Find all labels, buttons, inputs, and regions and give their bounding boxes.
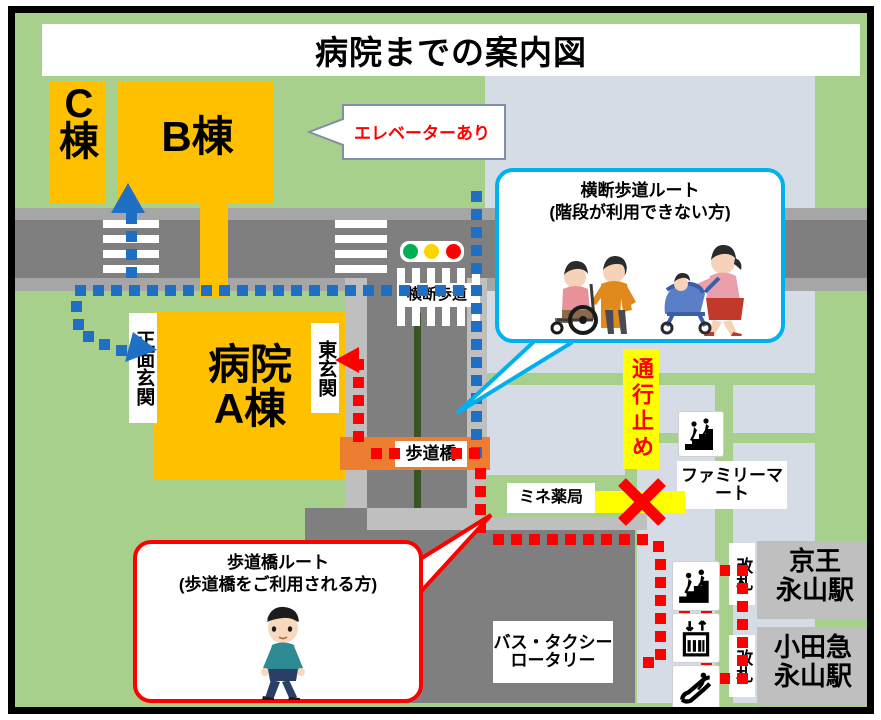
road-closed-sign: 通行止め — [623, 349, 659, 469]
station-keio-block — [757, 541, 867, 619]
label-station-keio: 京王 永山駅 — [775, 546, 854, 606]
wheelchair-people-icon — [550, 256, 636, 335]
stairs-icon — [679, 569, 709, 603]
escalator-icon-tile — [672, 665, 720, 707]
zebra-east — [335, 218, 387, 280]
elevator-icon-tile — [672, 613, 720, 663]
route-crosswalk-arrow-north — [111, 183, 145, 213]
building-c-wing — [50, 81, 105, 203]
building-b-wing-label: B棟 — [161, 113, 234, 160]
walking-man-icon — [261, 606, 305, 700]
map-canvas: C棟 B棟 病院 A棟 — [15, 13, 867, 707]
callout-footbridge-line2: (歩道橋をご利用される方) — [178, 574, 378, 594]
traffic-light-icon — [400, 241, 464, 262]
elevator-banner: エレベーターあり — [306, 103, 507, 161]
traffic-lamp-green — [403, 244, 419, 259]
elevator-banner-label: エレベーターあり — [354, 124, 490, 143]
building-c-wing-label: C棟 — [55, 82, 103, 164]
map-frame: C棟 B棟 病院 A棟 — [8, 6, 874, 714]
escalator-icon — [680, 672, 712, 704]
label-convenience-store: ファミリーマート — [677, 461, 787, 509]
green-strip-right-4 — [637, 433, 815, 443]
x-mark-icon — [618, 478, 666, 526]
stairs-icon-lower-tile — [672, 561, 720, 611]
label-east-entrance: 東玄関 — [311, 323, 339, 413]
label-footbridge: 歩道橋 — [395, 441, 467, 467]
route-crosswalk-dots — [15, 13, 867, 707]
station-odakyu-block — [757, 627, 867, 705]
label-bus-taxi-rotary: バス・タクシー ロータリー — [493, 621, 613, 683]
building-hospital-a-label: 病院 A棟 — [207, 341, 292, 433]
c-wing-letter: C棟 — [59, 82, 99, 164]
label-pharmacy: ミネ薬局 — [507, 483, 595, 513]
callout-crosswalk-route: 横断歩道ルート (階段が利用できない方) — [495, 168, 785, 343]
callout-footbridge-line1: 歩道橋ルート — [227, 553, 329, 572]
elevator-banner-shape — [306, 104, 506, 160]
callout-crosswalk-line2: (階段が利用できない方) — [549, 202, 731, 222]
page-title-text: 病院までの案内図 — [315, 34, 587, 71]
route-footbridge-arrow-east-entrance — [335, 347, 359, 373]
traffic-lamp-red — [445, 244, 461, 259]
stairs-icon — [685, 418, 713, 450]
label-station-odakyu: 小田急 永山駅 — [773, 632, 852, 692]
route-crosswalk-arrow-entrance — [125, 332, 157, 362]
building-b-connector — [200, 203, 228, 298]
page-title: 病院までの案内図 — [42, 24, 860, 76]
traffic-lamp-yellow — [424, 244, 440, 259]
stroller-woman-icon — [660, 245, 744, 336]
building-b-wing — [118, 81, 274, 203]
elevator-icon — [682, 620, 710, 657]
callout-crosswalk-line1: 横断歩道ルート — [580, 181, 700, 200]
callout-footbridge-route: 歩道橋ルート (歩道橋をご利用される方) — [133, 540, 423, 703]
stairs-icon-upper-tile — [678, 411, 724, 457]
